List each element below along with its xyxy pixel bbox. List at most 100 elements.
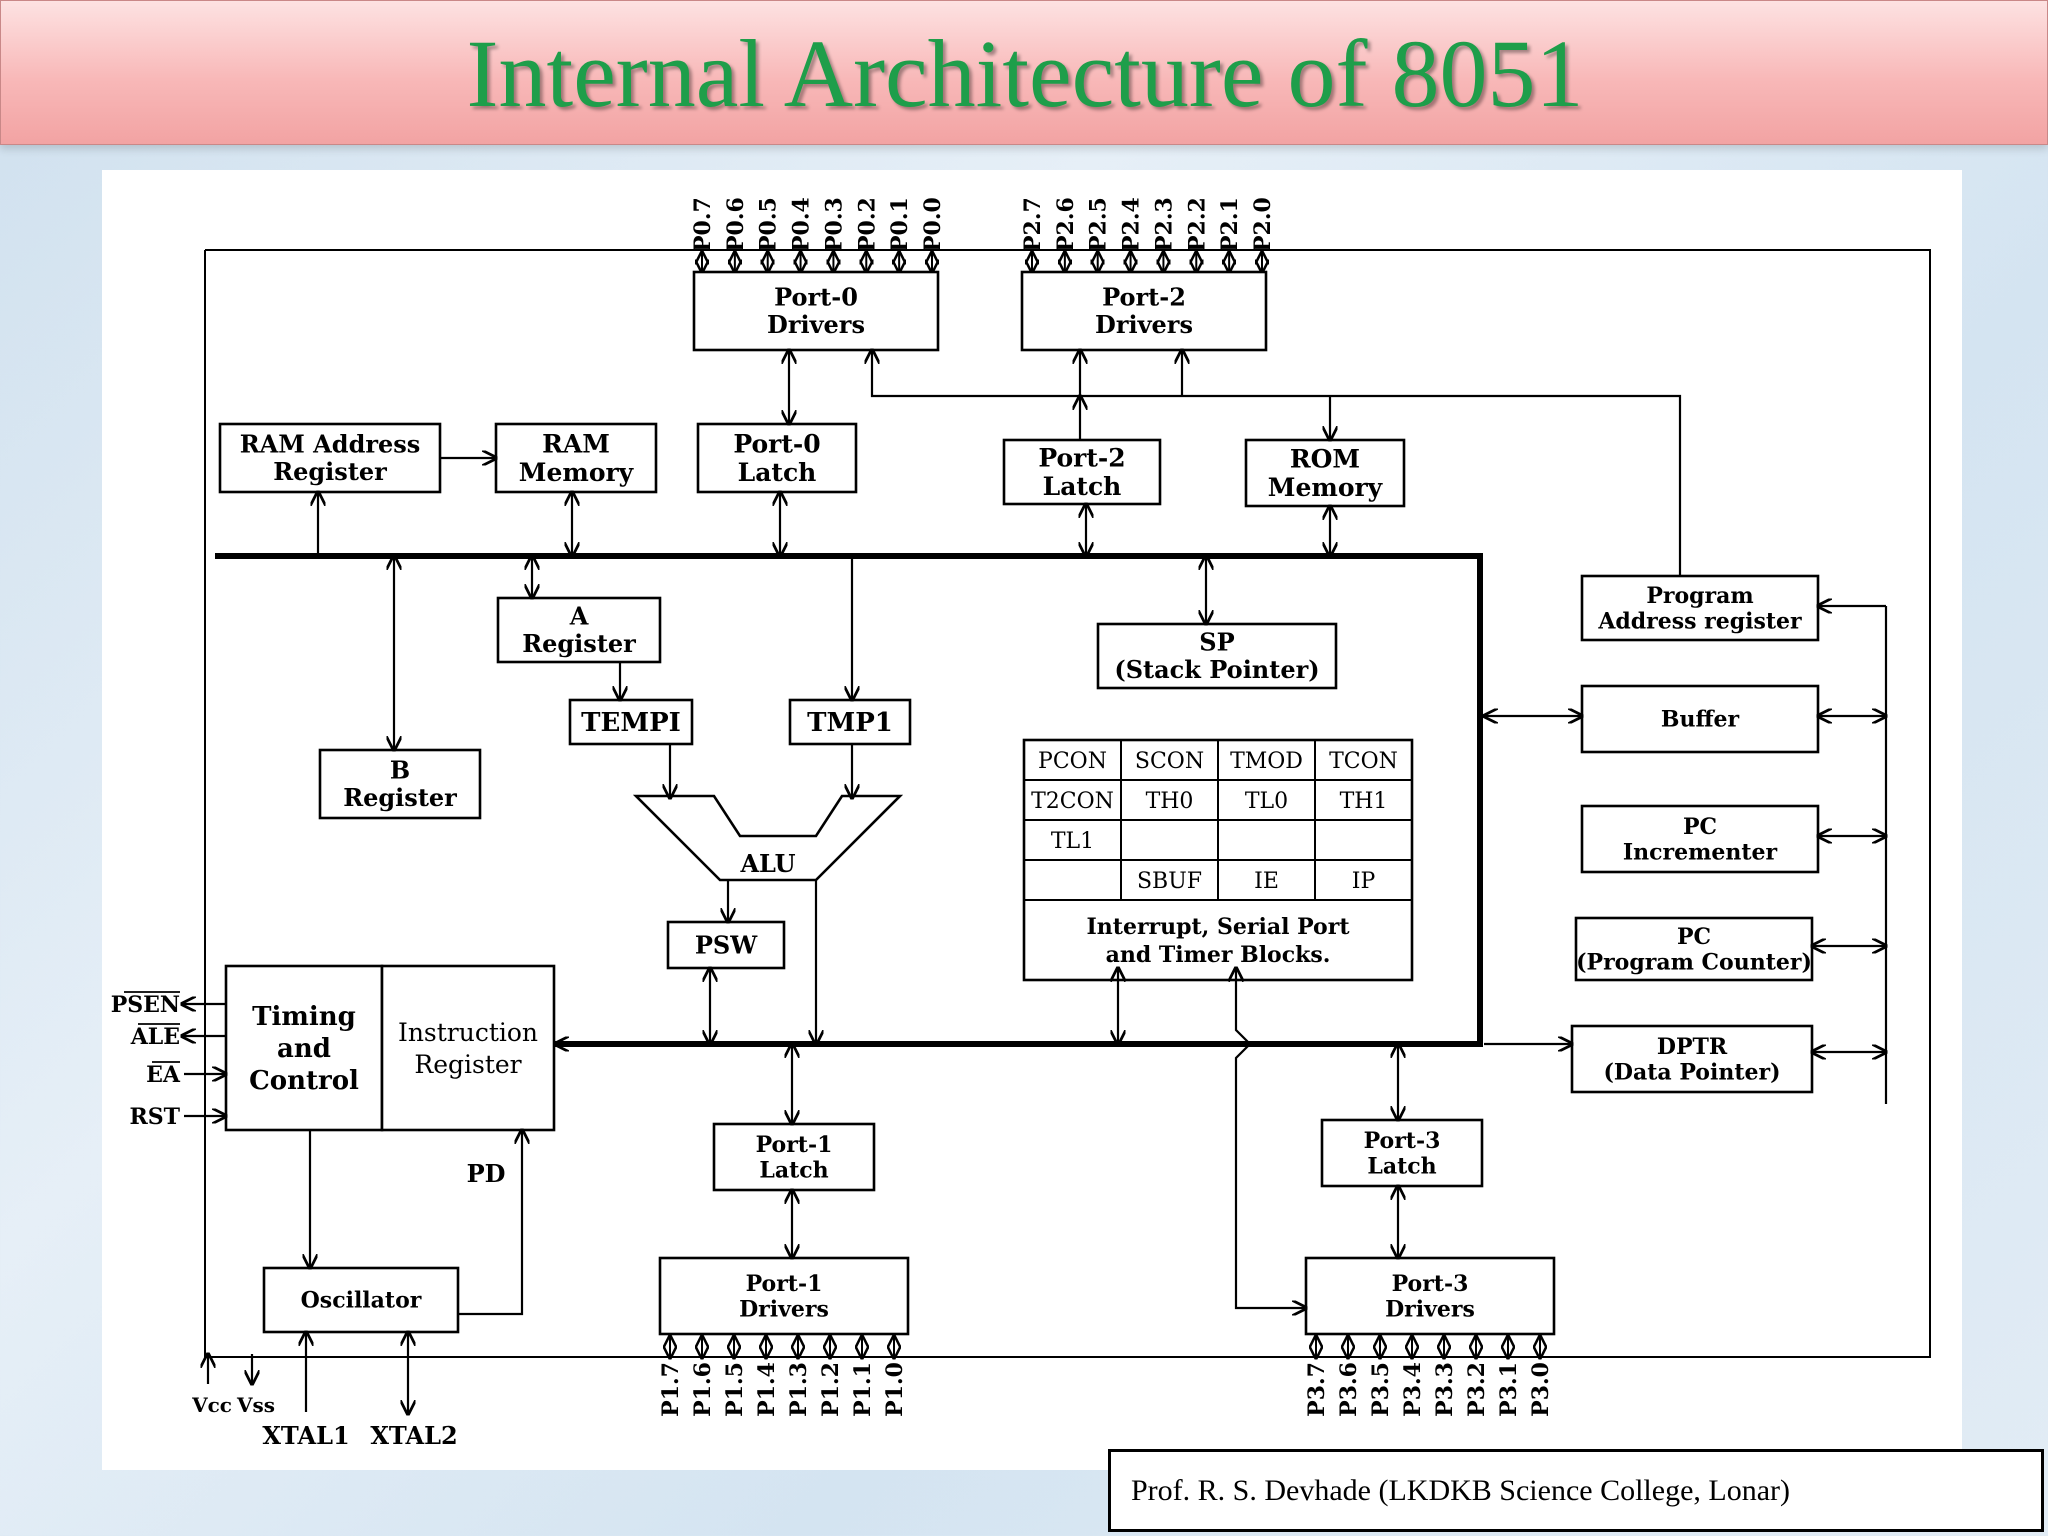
port3-pin-label: P3.2: [1464, 1362, 1490, 1417]
tmp1-block: [788, 698, 912, 746]
sfr-cell: TCON: [1329, 749, 1398, 774]
sfr-cell: T2CON: [1031, 789, 1114, 814]
sfr-cell: TL1: [1051, 829, 1094, 854]
tmp1-block-label: TMP1: [807, 708, 893, 738]
port2-latch-block-label: Port-2: [1038, 443, 1125, 472]
chip-boundary: [204, 249, 1931, 1358]
stack-pointer-block: [1096, 622, 1338, 690]
dptr-block: [1570, 1024, 1814, 1094]
vss-label: Vss: [236, 1393, 275, 1417]
dptr-block-label: DPTR: [1657, 1034, 1728, 1060]
sfr-cell: IE: [1254, 869, 1279, 894]
timing-control-block-label: Timing: [252, 1002, 356, 1032]
program-address-register-block: [1580, 574, 1820, 642]
port2-drivers-block-label: Drivers: [1095, 310, 1193, 339]
title-bar: Internal Architecture of 8051: [0, 0, 2048, 145]
b-register-block: [318, 748, 482, 820]
dptr-block-label: (Data Pointer): [1604, 1059, 1781, 1085]
port1-pin-label: P1.1: [850, 1362, 876, 1417]
port0-pin-label: P0.6: [723, 197, 749, 252]
port3-pin-label: P3.6: [1336, 1362, 1362, 1417]
port1-latch-block-label: Latch: [759, 1157, 828, 1183]
b-register-block-label: B: [390, 756, 410, 785]
port0-pin-label: P0.0: [920, 197, 946, 252]
sfr-cell: TMOD: [1230, 749, 1303, 774]
port3-pin-label: P3.1: [1496, 1362, 1522, 1417]
ram-memory-block: [494, 422, 658, 494]
ram-address-register-block: [218, 422, 442, 494]
footer-text: Prof. R. S. Devhade (LKDKB Science Colle…: [1131, 1474, 1791, 1507]
port0-pin-label: P0.4: [789, 197, 815, 252]
port1-pin-label: P1.6: [690, 1362, 716, 1417]
psw-block-label: PSW: [695, 930, 758, 959]
a-register-block: [496, 596, 662, 664]
port0-pin-label: P0.7: [690, 197, 716, 252]
ram-memory-block-label: RAM: [542, 429, 610, 458]
sfr-cell: TH1: [1340, 789, 1388, 814]
port0-latch-block: [696, 422, 858, 494]
port2-pin-label: P2.1: [1217, 197, 1243, 252]
port2-drivers-block-label: Port-2: [1102, 283, 1186, 312]
port2-drivers-block: [1020, 270, 1268, 352]
port0-pin-label: P0.5: [756, 197, 782, 252]
port0-latch-block-label: Latch: [738, 458, 817, 487]
port3-pin-label: P3.5: [1368, 1362, 1394, 1417]
sfr-cell: TH0: [1146, 789, 1194, 814]
port1-pin-label: P1.4: [754, 1362, 780, 1417]
instruction-register-block-label: Register: [414, 1050, 521, 1079]
port1-drivers-block-label: Port-1: [746, 1271, 823, 1297]
timing-control-block: [224, 964, 384, 1132]
port2-pin-label: P2.0: [1250, 197, 1276, 252]
control-signal-rst: RST: [129, 1104, 180, 1130]
port3-pin-label: P3.0: [1528, 1362, 1554, 1417]
internal-bus: [215, 553, 1483, 1047]
port3-drivers-block-label: Drivers: [1385, 1296, 1475, 1322]
instruction-register-block: [380, 964, 556, 1132]
sfr-caption: and Timer Blocks.: [1106, 942, 1331, 968]
port3-drivers-block-label: Port-3: [1392, 1271, 1469, 1297]
pc-incrementer-block-label: Incrementer: [1623, 839, 1778, 865]
port1-pin-label: P1.7: [658, 1362, 684, 1417]
port0-drivers-block: [692, 270, 940, 352]
port3-latch-block-label: Port-3: [1364, 1128, 1441, 1154]
port2-pin-label: P2.2: [1184, 197, 1210, 252]
port2-pin-label: P2.3: [1151, 197, 1177, 252]
buffer-block-label: Buffer: [1661, 707, 1740, 733]
port2-latch-block-label: Latch: [1043, 472, 1122, 501]
stack-pointer-block-label: SP: [1199, 628, 1234, 657]
temp1-block-label: TEMPI: [581, 708, 681, 738]
footer-box: Prof. R. S. Devhade (LKDKB Science Colle…: [1108, 1449, 2044, 1532]
port3-pin-label: P3.7: [1304, 1362, 1330, 1417]
ram-address-register-block-label: Register: [273, 457, 387, 486]
port1-drivers-block: [658, 1256, 910, 1336]
port2-pin-label: P2.6: [1053, 197, 1079, 252]
port2-pin-label: P2.7: [1020, 197, 1046, 252]
xtal1-label: XTAL1: [262, 1421, 349, 1450]
oscillator-block: [262, 1266, 460, 1334]
oscillator-pd-link: [458, 1130, 522, 1316]
sfr-cell: IP: [1352, 869, 1376, 894]
control-signal-ea: EA: [146, 1062, 181, 1088]
port2-pin-label: P2.5: [1086, 197, 1112, 252]
sfr-port3-link: [1236, 968, 1306, 1308]
sfr-cell: SCON: [1135, 749, 1204, 774]
sfr-cell: TL0: [1245, 789, 1288, 814]
sfr-cell: PCON: [1038, 749, 1107, 774]
stack-pointer-block-label: (Stack Pointer): [1114, 655, 1319, 684]
address-bus-link: [872, 350, 1682, 576]
port3-latch-block-label: Latch: [1367, 1153, 1436, 1179]
port3-latch-block: [1320, 1118, 1484, 1188]
a-register-block-label: A: [569, 602, 589, 631]
slide-title: Internal Architecture of 8051: [466, 20, 1584, 127]
port0-pin-label: P0.1: [887, 197, 913, 252]
ram-memory-block-label: Memory: [519, 458, 635, 487]
port1-pin-label: P1.5: [722, 1362, 748, 1417]
program-counter-block-label: (Program Counter): [1576, 949, 1812, 975]
a-register-block-label: Register: [522, 629, 636, 658]
port0-pin-label: P0.2: [854, 197, 880, 252]
port1-pin-label: P1.2: [818, 1362, 844, 1417]
port0-pin-label: P0.3: [821, 197, 847, 252]
buffer-block: [1580, 684, 1820, 754]
